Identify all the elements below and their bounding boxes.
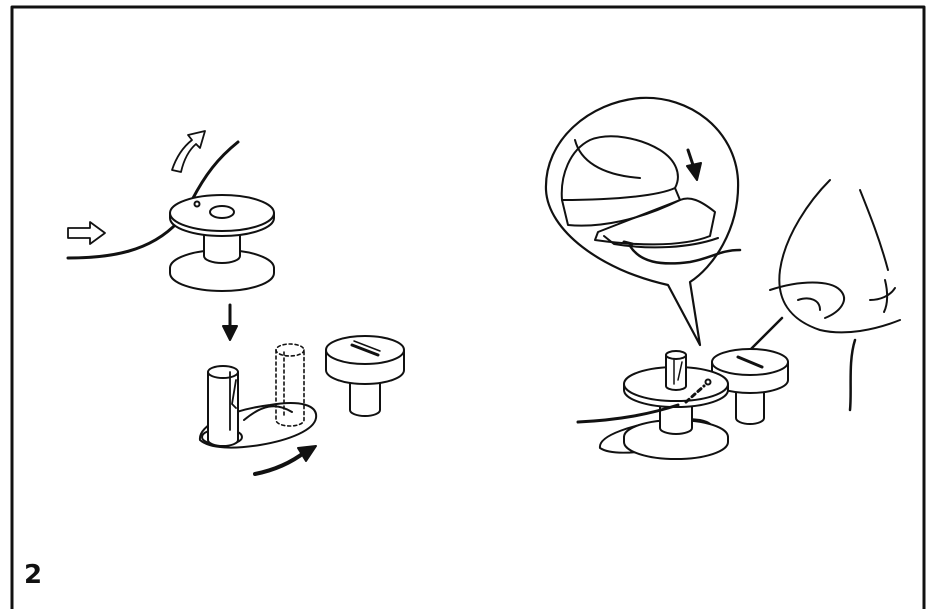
hollow-curved-arrow-icon	[172, 131, 205, 172]
bobbin	[170, 195, 274, 291]
ghost-spindle	[276, 344, 304, 426]
winder-stopper	[326, 336, 404, 416]
thread-tail	[850, 340, 855, 410]
motion-arrow-icon	[255, 446, 316, 474]
magnifier-callout	[546, 98, 738, 345]
hand-holding-thread	[770, 180, 900, 332]
thread-end	[192, 142, 238, 200]
hollow-right-arrow-icon	[68, 222, 105, 244]
bobbin-winding-setup	[68, 131, 404, 474]
down-arrow-icon	[223, 305, 237, 340]
winding-with-foot-control	[546, 98, 900, 459]
winder-spindle	[208, 366, 238, 446]
step-number: 2	[24, 562, 42, 588]
